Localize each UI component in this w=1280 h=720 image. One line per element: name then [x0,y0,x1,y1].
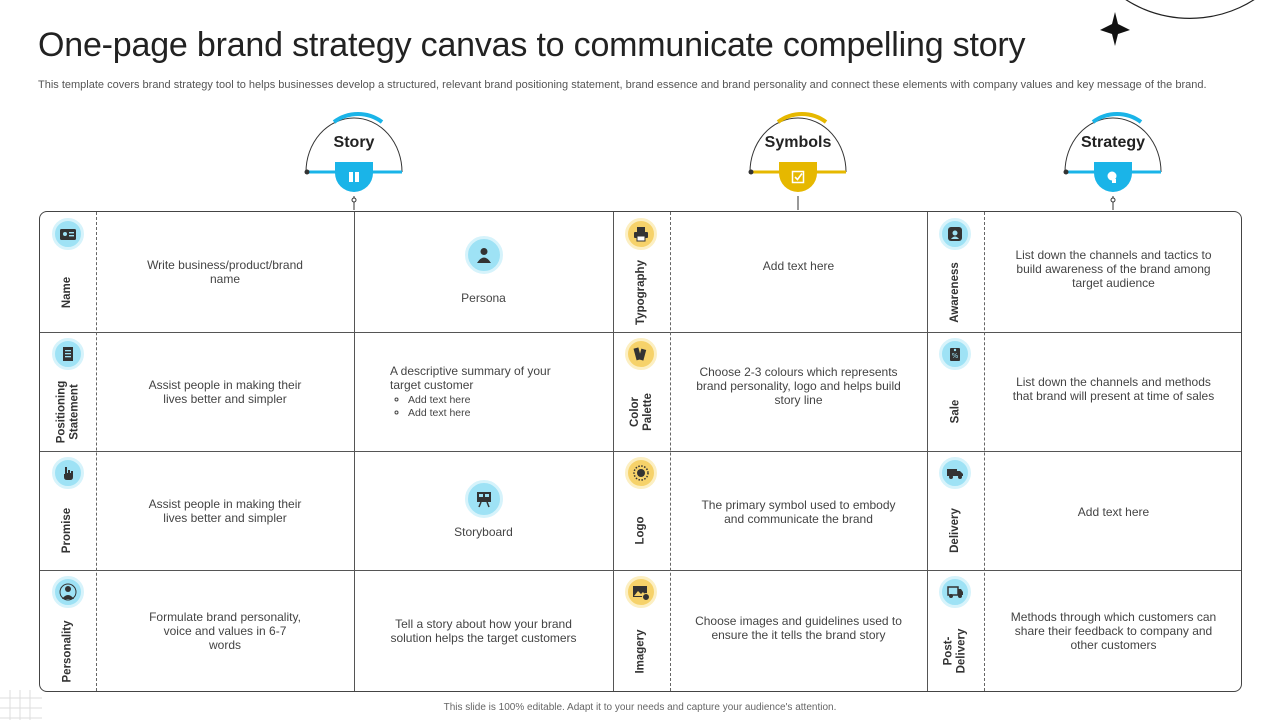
svg-text:%: % [952,352,959,360]
row-label-delivery: Delivery [948,508,961,553]
truck-icon [939,457,971,489]
symbols-imagery-text: Choose images and guidelines used to ens… [695,614,902,642]
row-label-imagery: Imagery [634,628,647,674]
story-positioning-text: Assist people in making their lives bett… [148,377,302,406]
id-card-icon [52,218,84,250]
row-label-name: Name [61,276,74,308]
row-label-color-palette: Color Palette [628,392,654,431]
image-icon [625,576,657,608]
header-strategy: Strategy [1063,110,1163,210]
persona-label: Persona [461,291,506,305]
corner-grid-decoration [0,690,42,720]
header-symbols-label: Symbols [764,134,832,151]
story-name-text: Write business/product/brand name [147,258,303,286]
header-story: Story [304,110,404,210]
story-promise-text: Assist people in making their lives bett… [148,496,302,525]
decorative-arc [1100,0,1255,46]
eye-badge-icon [939,218,971,250]
document-icon [52,338,84,370]
storyboard-label: Storyboard [454,525,513,539]
row-label-promise: Promise [61,507,74,554]
page-title: One-page brand strategy canvas to commun… [38,26,1026,64]
header-strategy-label: Strategy [1080,134,1146,151]
persona-summary-text: A descriptive summary of your target cus… [390,363,551,392]
checkbox-icon [779,162,817,192]
sun-icon [625,457,657,489]
row-label-positioning-statement: Positioning Statement [55,380,81,443]
hand-icon [52,457,84,489]
row-label-logo: Logo [634,516,647,545]
presentation-board-icon [465,480,503,518]
row-label-typography: Typography [635,259,647,325]
price-tag-icon: % [939,338,971,370]
persona-bullet: Add text here [408,407,470,420]
persona-bullet: Add text here [408,394,470,407]
strategy-sale-text: List down the channels and methods that … [1012,375,1215,403]
symbols-color-text: Choose 2-3 colours which represents bran… [696,365,901,407]
symbols-typography-text: Add text here [762,259,835,273]
persona-summary: A descriptive summary of your target cus… [354,332,613,451]
palette-icon [625,338,657,370]
symbols-logo-text: The primary symbol used to embody and co… [701,498,896,526]
row-label-sale: Sale [948,399,961,424]
persona-bullets: Add text here Add text here [390,394,470,420]
row-label-awareness: Awareness [949,261,961,323]
story-text: Tell a story about how your brand soluti… [390,617,577,645]
strategy-delivery-text: Add text here [1077,505,1150,519]
strategy-awareness-text: List down the channels and tactics to bu… [1015,248,1212,290]
footer-note: This slide is 100% editable. Adapt it to… [443,702,837,713]
sparkle-icon [1100,12,1130,46]
header-symbols: Symbols [748,110,848,210]
canvas-grid: Name Positioning Statement Promise Perso… [39,211,1242,692]
person-icon [52,576,84,608]
row-label-personality: Personality [61,620,74,682]
header-story-label: Story [333,134,375,151]
user-icon [465,236,503,274]
page-subtitle: This template covers brand strategy tool… [38,79,1207,91]
row-label-post-delivery: Post-Delivery [942,628,968,674]
brain-gear-icon [1094,162,1132,192]
delivery-van-icon [939,576,971,608]
story-personality-text: Formulate brand personality, voice and v… [149,610,301,652]
book-icon [335,162,373,192]
printer-icon [625,218,657,250]
strategy-post-delivery-text: Methods through which customers can shar… [1010,610,1217,652]
